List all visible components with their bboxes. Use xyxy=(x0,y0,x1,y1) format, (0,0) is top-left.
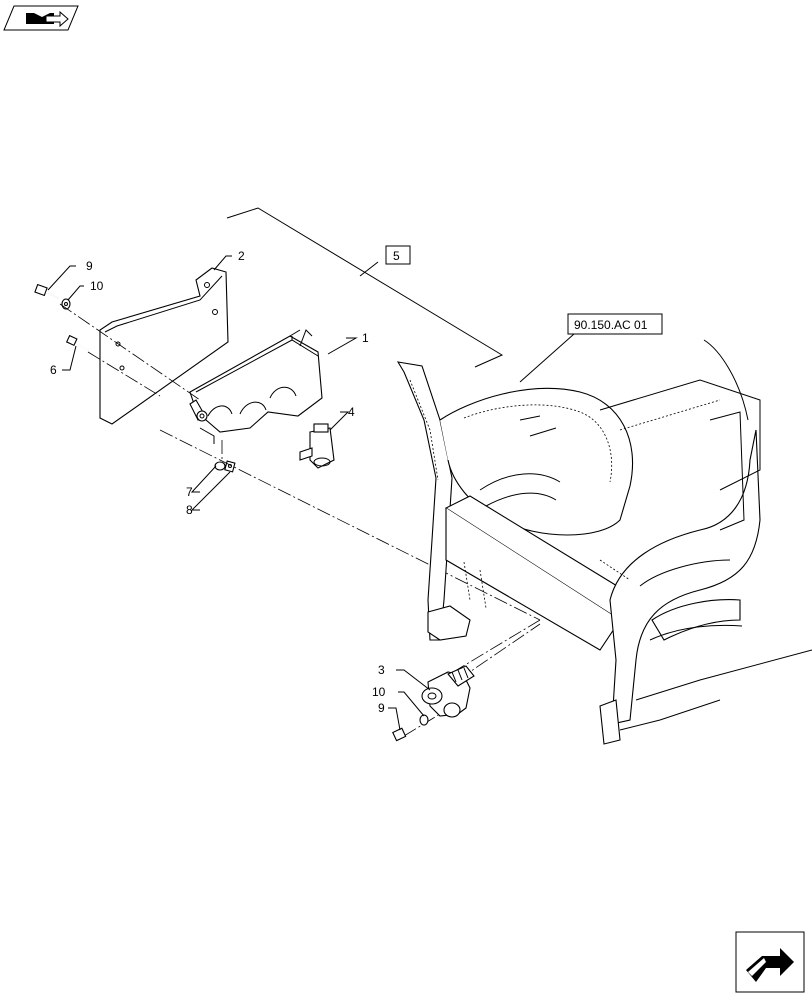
callout-10-bottom: 10 xyxy=(372,685,386,699)
washer-reservoir-bracket xyxy=(189,329,323,444)
bolt-bottom xyxy=(392,714,429,742)
callout-5: 5 xyxy=(393,249,400,263)
callout-2: 2 xyxy=(238,249,245,263)
callout-6: 6 xyxy=(50,363,57,377)
cab-frame xyxy=(396,339,812,745)
mounting-plate xyxy=(99,267,229,425)
reference-link[interactable]: 90.150.AC 01 xyxy=(567,313,663,335)
nut-and-washer xyxy=(214,460,236,473)
callout-1: 1 xyxy=(362,331,369,345)
hose-fitting xyxy=(421,665,475,718)
callout-7: 7 xyxy=(186,485,193,499)
callout-4: 4 xyxy=(348,405,355,419)
callout-9-top: 9 xyxy=(86,259,93,273)
group-bracket xyxy=(226,207,504,368)
callout-3: 3 xyxy=(378,663,385,677)
washer-pump xyxy=(299,423,335,469)
callout-9-bottom: 9 xyxy=(378,701,385,715)
bolt-top xyxy=(34,283,59,299)
callout-10-top: 10 xyxy=(90,279,104,293)
book-arrow-icon[interactable] xyxy=(3,5,79,31)
reference-label[interactable]: 90.150.AC 01 xyxy=(574,318,648,332)
bolt-item-6 xyxy=(65,334,89,351)
washer-top xyxy=(61,298,71,310)
callout-leaders xyxy=(47,255,575,731)
callout-5-box: 5 xyxy=(385,245,411,265)
callout-8: 8 xyxy=(186,503,193,517)
next-page-arrow-icon[interactable] xyxy=(735,931,805,993)
